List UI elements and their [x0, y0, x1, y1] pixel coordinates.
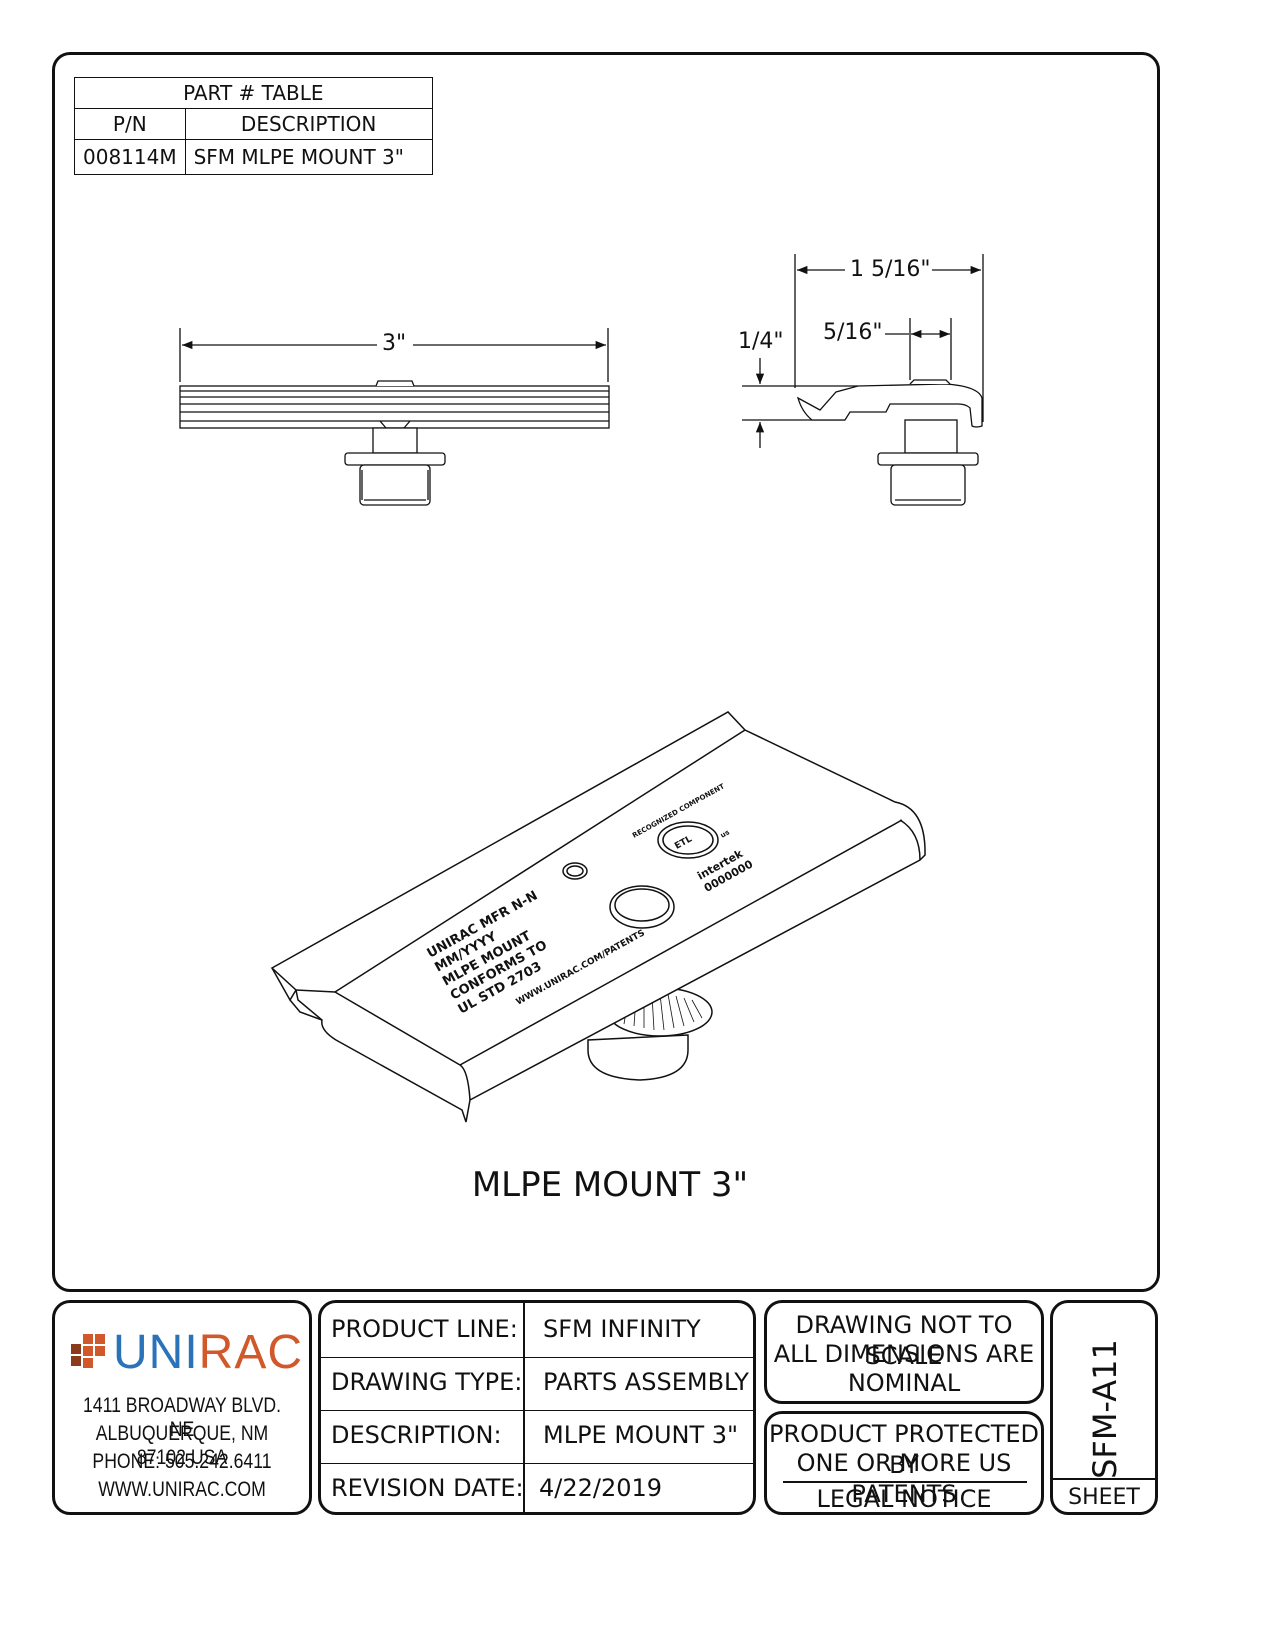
side-view: [742, 254, 984, 506]
title-row-product-line: PRODUCT LINE: SFM INFINITY: [321, 1303, 753, 1358]
title-block-divider: [523, 1303, 525, 1512]
logo-text-uni: UNI: [113, 1326, 199, 1379]
company-website: WWW.UNIRAC.COM: [98, 1478, 266, 1501]
patent-note-line-2: ONE OR MORE US PATENTS: [796, 1449, 1012, 1508]
marking-us: us: [719, 828, 731, 839]
legal-notice-box: PRODUCT PROTECTED BY ONE OR MORE US PATE…: [764, 1411, 1044, 1515]
title-row-drawing-type: DRAWING TYPE: PARTS ASSEMBLY: [321, 1356, 753, 1411]
description-label: DESCRIPTION:: [331, 1421, 502, 1449]
scale-note-line-1: DRAWING NOT TO SCALE: [795, 1311, 1013, 1370]
profile-outline: [796, 383, 983, 428]
side-washer: [877, 452, 979, 466]
offset-dimension-label: 5/16": [823, 320, 883, 345]
part-number-table: PART # TABLE P/N DESCRIPTION 008114M SFM…: [74, 77, 433, 175]
length-dimension-label: 3": [382, 331, 407, 356]
bolt-shank: [372, 427, 418, 454]
company-block: UNIRAC 1411 BROADWAY BLVD. NE ALBUQUERQU…: [52, 1300, 312, 1515]
title-block: PRODUCT LINE: SFM INFINITY DRAWING TYPE:…: [318, 1300, 756, 1515]
revision-date-value: 4/22/2019: [539, 1474, 663, 1502]
description-value: MLPE MOUNT 3": [543, 1421, 739, 1449]
top-button: [375, 380, 415, 387]
etl-logo-icon: [657, 821, 719, 859]
logo-text-rac: RAC: [198, 1326, 304, 1379]
sheet-divider: [1053, 1478, 1155, 1480]
scale-note-box: DRAWING NOT TO SCALE ALL DIMENSIONS ARE …: [764, 1300, 1044, 1404]
product-line-value: SFM INFINITY: [543, 1315, 701, 1343]
thickness-dimension-label: 1/4": [738, 329, 784, 354]
drawing-type-label: DRAWING TYPE:: [331, 1368, 523, 1396]
drawing-type-value: PARTS ASSEMBLY: [543, 1368, 749, 1396]
unirac-logo: UNIRAC: [69, 1325, 304, 1381]
revision-date-label: REVISION DATE:: [331, 1474, 524, 1502]
part-table-cell-description: SFM MLPE MOUNT 3": [184, 139, 433, 175]
rail-body: [179, 385, 610, 429]
sheet-label: SHEET: [1068, 1485, 1140, 1510]
company-phone: PHONE: 505.242.6411: [92, 1450, 272, 1473]
drawing-caption: MLPE MOUNT 3": [471, 1165, 749, 1205]
legal-notice-divider: [783, 1481, 1027, 1483]
company-address-2: ALBUQUERQUE, NM 87102 USA: [95, 1422, 269, 1469]
technical-drawing: UNIRAC MFR N-N MM/YYYY MLPE MOUNT CONFOR…: [179, 254, 984, 1123]
company-address-1: 1411 BROADWAY BLVD. NE: [82, 1394, 282, 1441]
width-dimension-label: 1 5/16": [850, 257, 931, 282]
isometric-view: [270, 711, 926, 1123]
washer: [344, 452, 446, 466]
legal-notice-label: LEGAL NOTICE: [816, 1485, 992, 1513]
nut: [359, 464, 431, 506]
patent-note-line-1: PRODUCT PROTECTED BY: [768, 1420, 1040, 1479]
product-line-label: PRODUCT LINE:: [331, 1315, 518, 1343]
scale-note-line-2: ALL DIMENSIONS ARE: [773, 1340, 1035, 1368]
sheet-block: SFM-A11 SHEET: [1050, 1300, 1158, 1515]
front-view: [179, 328, 610, 506]
side-bolt-shank: [904, 419, 958, 454]
title-row-description: DESCRIPTION: MLPE MOUNT 3": [321, 1409, 753, 1464]
title-row-revision-date: REVISION DATE: 4/22/2019: [321, 1462, 753, 1517]
part-table-header-description: DESCRIPTION: [184, 108, 433, 140]
part-table-cell-pn: 008114M: [74, 139, 186, 175]
side-nut: [890, 464, 966, 506]
scale-note-line-3: NOMINAL: [847, 1369, 961, 1397]
sheet-number: SFM-A11: [1086, 1339, 1124, 1479]
unirac-logo-icon: [71, 1334, 105, 1368]
drawing-frame: [52, 52, 1160, 1292]
